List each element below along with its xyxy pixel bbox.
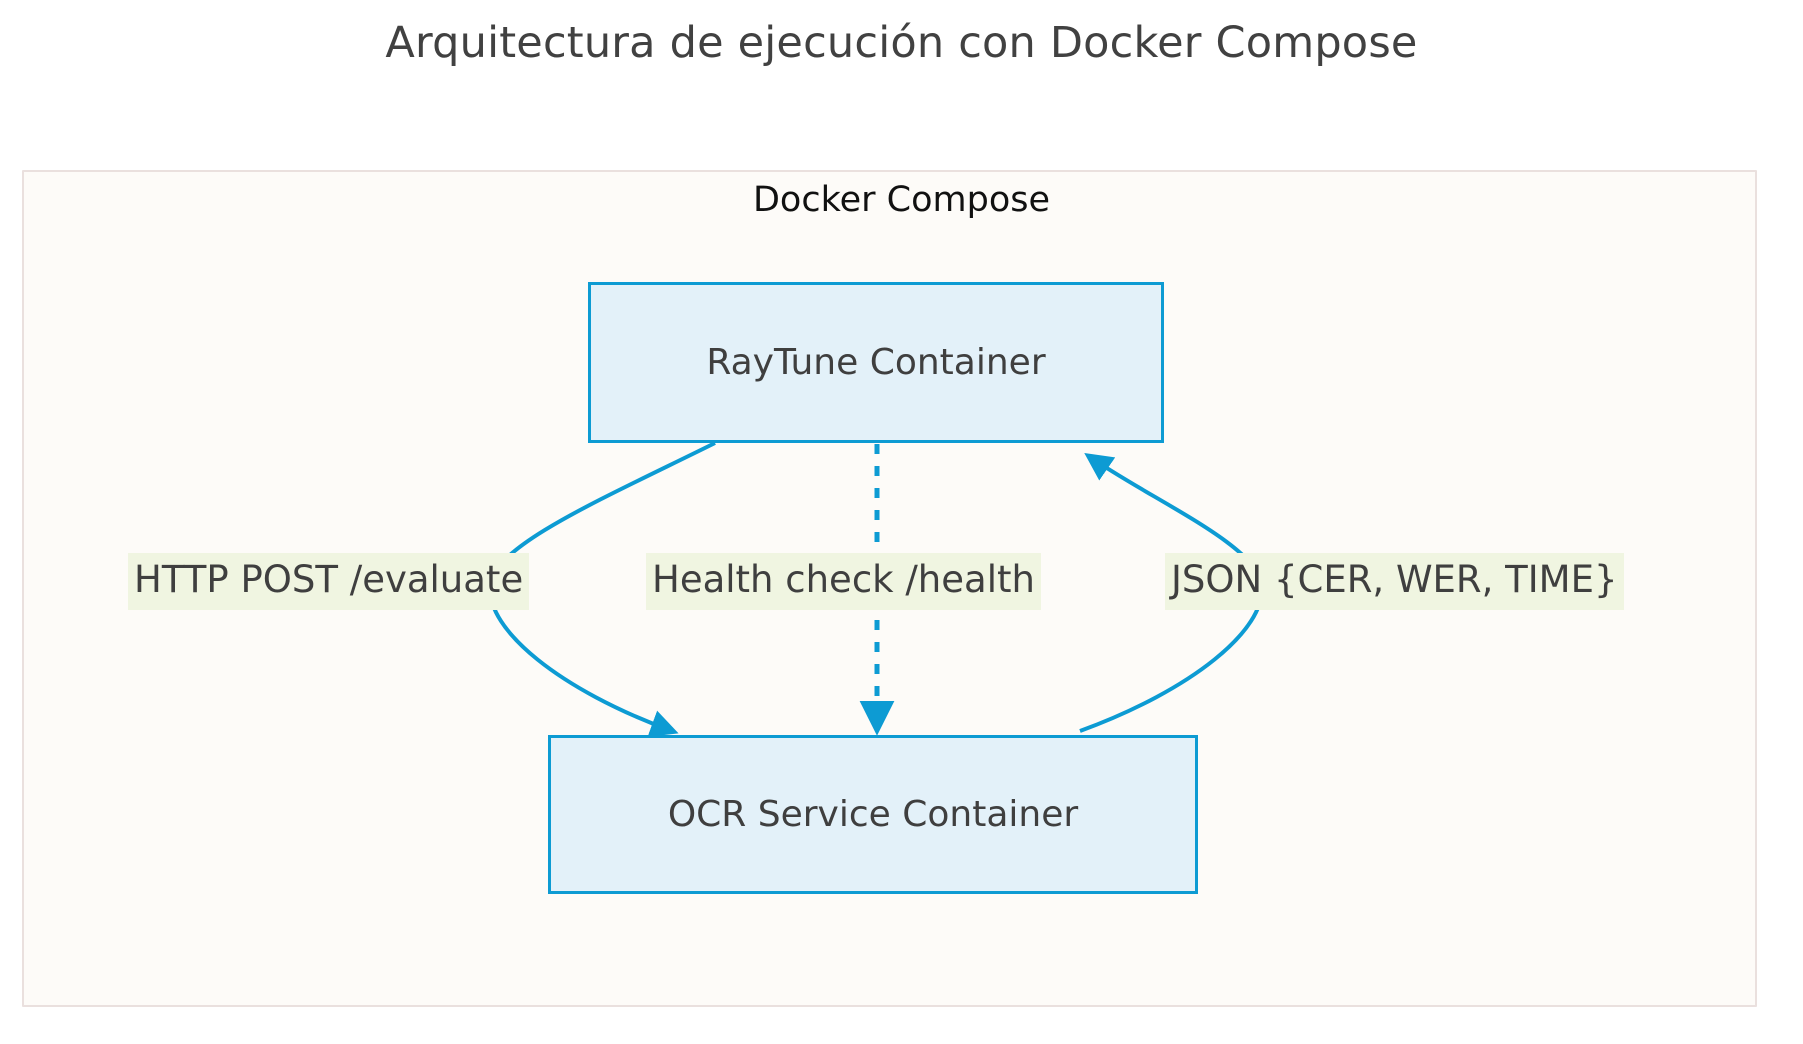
edge-label-health-check: Health check /health — [646, 553, 1041, 610]
node-ocr-label: OCR Service Container — [667, 794, 1079, 835]
edge-label-json-metrics: JSON {CER, WER, TIME} — [1165, 553, 1624, 610]
edge-label-http-post-evaluate: HTTP POST /evaluate — [128, 553, 530, 610]
node-raytune-label: RayTune Container — [706, 342, 1046, 383]
page-title: Arquitectura de ejecución con Docker Com… — [385, 18, 1418, 68]
docker-compose-subgraph-label: Docker Compose — [752, 180, 1051, 220]
node-ocr-service-container[interactable]: OCR Service Container — [548, 735, 1198, 894]
node-raytune-container[interactable]: RayTune Container — [588, 282, 1164, 443]
